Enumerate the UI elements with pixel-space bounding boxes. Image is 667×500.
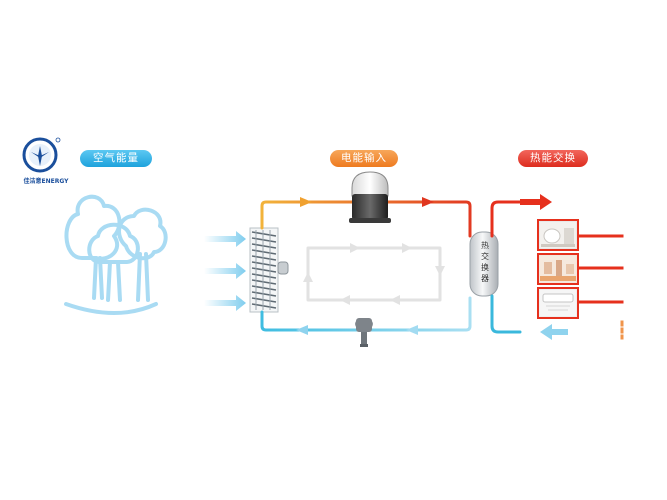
floor-heating-photo bbox=[537, 253, 579, 285]
trees-icon bbox=[64, 194, 168, 315]
evaporator-coil-icon bbox=[249, 227, 289, 313]
compressor-icon bbox=[349, 171, 391, 223]
heat-exchanger-char: 换 bbox=[481, 263, 489, 272]
distribution-lines bbox=[576, 201, 624, 340]
bathroom-photo bbox=[537, 219, 579, 251]
air-energy-label: 空气能量 bbox=[80, 150, 152, 167]
heat-exchanger-char: 热 bbox=[481, 241, 489, 250]
heat-exchanger-char: 交 bbox=[481, 252, 489, 261]
heat-exchange-label: 热能交换 bbox=[518, 150, 588, 167]
flow-arrow-bottom bbox=[296, 325, 418, 335]
heat-exchanger-label: 热 交 换 器 bbox=[478, 240, 492, 284]
flow-arrow-top bbox=[300, 197, 434, 207]
electric-input-label: 电能输入 bbox=[330, 150, 398, 167]
water-loop bbox=[490, 200, 530, 334]
heat-exchanger-char: 器 bbox=[481, 274, 489, 283]
heat-exchanger-icon bbox=[469, 231, 499, 297]
logo-icon bbox=[22, 137, 61, 173]
hot-water-arrow bbox=[520, 194, 552, 210]
air-flow-arrows bbox=[204, 231, 246, 311]
expansion-valve-icon bbox=[355, 318, 373, 347]
air-conditioner-photo bbox=[537, 287, 579, 319]
return-water-arrow bbox=[540, 324, 568, 340]
logo-text: 佳洁意ENERGY bbox=[23, 178, 69, 185]
inner-cycle-loop bbox=[303, 243, 445, 305]
